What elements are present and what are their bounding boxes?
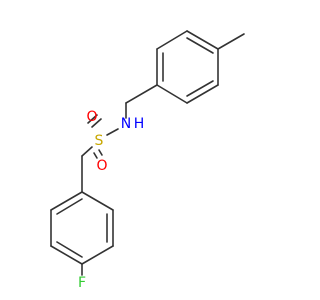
bond-methyl	[217, 33, 245, 50]
atom-label-o-upper: O	[86, 109, 97, 125]
bond-lower-ring-6-inner	[56, 198, 83, 215]
bond-s-to-ch2	[81, 146, 93, 157]
atom-label-s: S	[95, 133, 104, 149]
bond-upper-ring-5-inner	[186, 80, 214, 97]
bonds	[50, 30, 245, 276]
atom-label-f: F	[78, 275, 86, 291]
bond-lower-ring-1	[81, 191, 114, 211]
bond-lower-ring-3	[81, 245, 114, 265]
bond-upper-ring-2	[156, 30, 188, 50]
bond-lower-ring-6	[50, 191, 83, 211]
bond-s-o-upper-b	[87, 114, 98, 124]
bond-lower-ring-4	[50, 245, 83, 265]
bond-ring-to-ch2	[125, 84, 158, 104]
bond-upper-ring-1-inner	[186, 37, 214, 54]
chemical-structure-diagram: S O O N H F	[50, 30, 245, 291]
atom-labels: S O O N H F	[78, 109, 144, 291]
atom-label-n: N	[121, 116, 131, 132]
bond-s-o-upper-a	[91, 118, 102, 128]
bond-upper-ring-1	[186, 30, 219, 50]
bond-upper-ring-5	[186, 84, 219, 104]
atom-label-h: H	[134, 116, 145, 132]
bond-s-o-lower-b	[98, 149, 103, 156]
bond-s-o-lower-a	[93, 152, 98, 159]
bond-lower-ring-4-inner	[56, 241, 83, 258]
atom-label-o-lower: O	[96, 158, 107, 174]
bond-n-to-s	[106, 128, 119, 136]
bond-upper-ring-4	[156, 84, 188, 104]
